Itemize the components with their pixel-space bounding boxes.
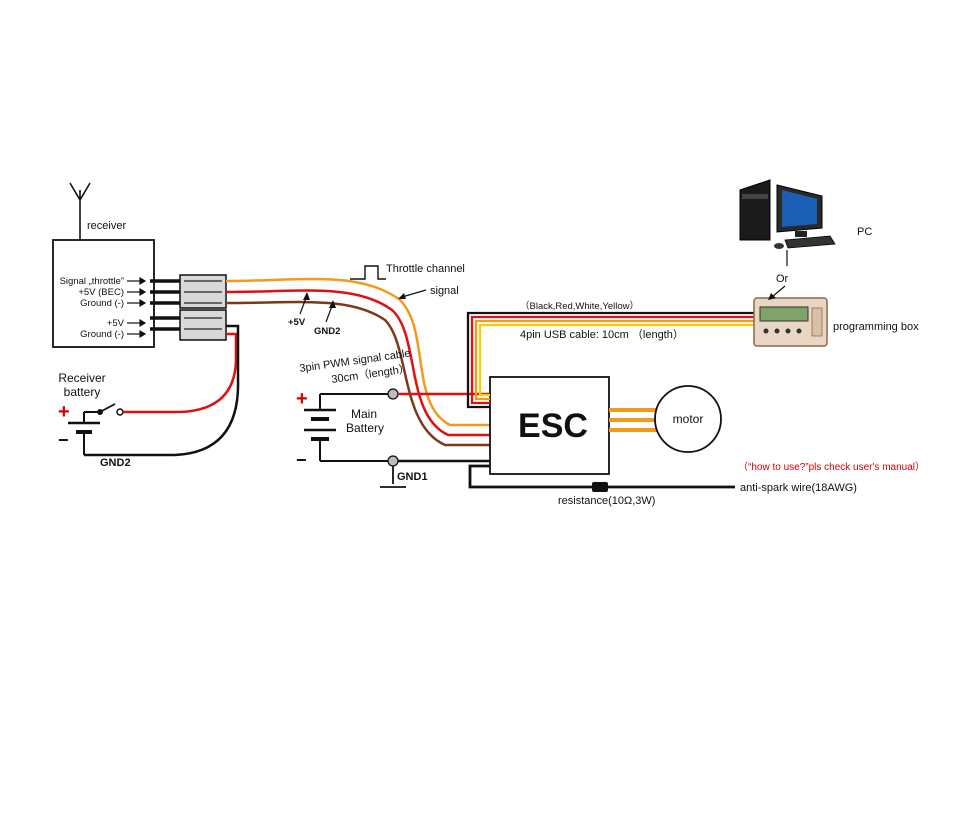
- usb-cable-wires: [466, 311, 754, 409]
- usb-cable-colors-label: （Black,Red,White,Yellow）: [520, 300, 639, 312]
- main-battery-positive-terminal: [387, 388, 399, 400]
- battery-connector: [179, 309, 227, 341]
- main-battery-negative-terminal: [387, 455, 399, 467]
- anti-spark-wire-label: anti-spark wire(18AWG): [740, 482, 857, 494]
- usb-cable-desc-label: 4pin USB cable: 10cm （length）: [520, 328, 684, 341]
- pwm-pulse-icon: [350, 265, 386, 280]
- gnd1-ground-icon: [380, 466, 406, 488]
- receiver-battery-red-wire: [123, 332, 238, 414]
- signal-connector: [179, 274, 227, 309]
- receiver-battery-title-2: battery: [64, 385, 101, 399]
- signal-arrow: [398, 289, 427, 299]
- receiver-pin2-5v-label: +5V: [107, 318, 125, 329]
- motor-phase-wires: [609, 408, 660, 432]
- pc-label: PC: [857, 226, 872, 238]
- receiver-pin-ground-label: Ground (-): [80, 298, 124, 309]
- plus5v-arrow: [299, 292, 310, 315]
- main-battery-plus: +: [296, 388, 308, 410]
- receiver-pin2-ground-label: Ground (-): [80, 329, 124, 340]
- signal-label: signal: [430, 285, 459, 297]
- gnd2-arrow: [325, 300, 336, 323]
- signal-cable-wires: [225, 277, 490, 447]
- receiver-pin-arrows: [127, 276, 147, 339]
- receiver-battery-switch: [97, 403, 124, 416]
- receiver-title: receiver: [87, 220, 126, 232]
- resistor-icon: [592, 482, 608, 492]
- receiver-battery-gnd2: GND2: [100, 457, 131, 469]
- receiver-battery-minus: −: [58, 430, 69, 450]
- anti-spark-note: （“how to use?”pls check user's manual）: [738, 461, 925, 473]
- esc-box: [489, 376, 610, 475]
- resistance-label: resistance(10Ω,3W): [558, 495, 655, 507]
- receiver-battery-black-wire: [84, 324, 240, 457]
- receiver-battery-title-1: Receiver: [58, 371, 105, 385]
- receiver-battery-plus: +: [58, 401, 70, 423]
- motor-label: motor: [673, 412, 704, 426]
- receiver-box: [52, 239, 155, 348]
- motor-circle: [654, 385, 722, 453]
- programming-box-label: programming box: [833, 321, 919, 333]
- programming-box-icon: [753, 297, 828, 347]
- gnd1-label: GND1: [397, 471, 428, 483]
- main-battery-minus: −: [296, 450, 307, 470]
- main-battery-title-1: Main: [351, 407, 377, 421]
- main-battery-title-2: Battery: [346, 421, 384, 435]
- or-label: Or: [776, 273, 789, 285]
- pc-computer-icon: [739, 179, 836, 249]
- receiver-battery-symbol: [68, 411, 100, 455]
- gnd2-label: GND2: [314, 326, 340, 337]
- receiver-pin-signal-label: Signal „throttle”: [60, 276, 124, 287]
- receiver-header-pins: [150, 279, 180, 331]
- main-battery-symbol: [304, 393, 392, 462]
- receiver-pin-5v-bec-label: +5V (BEC): [78, 287, 124, 298]
- receiver-antenna-icon: [69, 182, 91, 240]
- throttle-channel-label: Throttle channel: [386, 263, 465, 275]
- plus5v-label: +5V: [288, 317, 306, 328]
- pc-to-box-arrow: [768, 285, 786, 300]
- esc-label: ESC: [518, 407, 588, 445]
